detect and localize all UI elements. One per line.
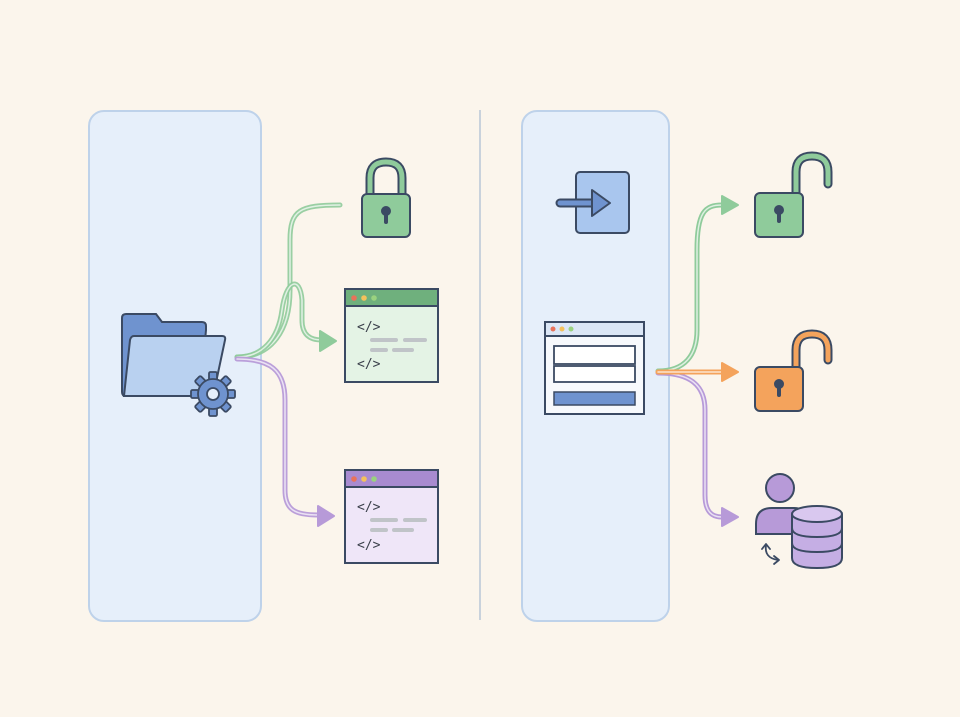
lock-open-green-icon bbox=[754, 151, 833, 238]
arrowhead-green-unlock bbox=[721, 195, 739, 215]
arrowhead-purple-userdb bbox=[721, 507, 739, 527]
code-window-purple-line1: </> bbox=[357, 500, 381, 515]
user-database-icon bbox=[755, 473, 843, 570]
connector-green-unlock bbox=[655, 202, 725, 374]
gear-icon bbox=[190, 371, 236, 417]
user-head bbox=[765, 473, 795, 503]
arrowhead-orange-unlock bbox=[721, 362, 739, 382]
code-window-green-line2: </> bbox=[357, 357, 381, 372]
arrowhead-green-code bbox=[319, 330, 337, 352]
right-connectors bbox=[655, 195, 739, 527]
sign-in-icon bbox=[555, 171, 630, 234]
center-divider bbox=[479, 110, 481, 620]
code-window-green-line1: </> bbox=[357, 320, 381, 335]
form-field-2 bbox=[553, 365, 636, 383]
form-window-icon bbox=[544, 321, 645, 415]
left-connectors bbox=[234, 202, 343, 527]
form-submit-bar bbox=[553, 391, 636, 406]
code-window-green-icon: </> </> bbox=[344, 288, 439, 383]
code-window-purple-icon: </> </> bbox=[344, 469, 439, 564]
connector-purple-userdb bbox=[655, 370, 725, 520]
form-field-1 bbox=[553, 345, 636, 365]
code-window-purple-line2: </> bbox=[357, 538, 381, 553]
arrowhead-purple-code bbox=[317, 505, 335, 527]
connector-purple-code bbox=[234, 356, 321, 518]
folder-icon bbox=[121, 313, 227, 397]
lock-open-orange-icon bbox=[754, 329, 833, 412]
lock-closed-icon bbox=[361, 157, 411, 238]
database-icon bbox=[791, 505, 843, 570]
sync-arrows-icon bbox=[761, 543, 780, 565]
